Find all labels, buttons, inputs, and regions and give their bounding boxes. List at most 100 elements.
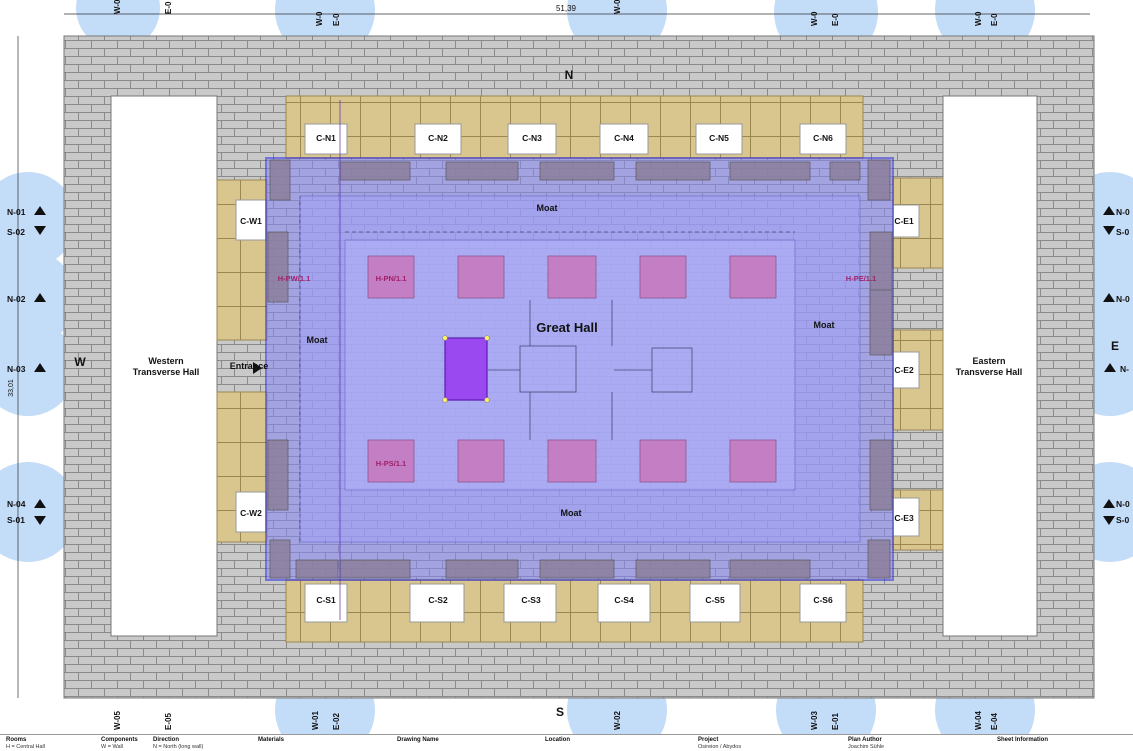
title-block-plan-author-value: Joachim Sühle (848, 744, 885, 750)
western-hall-label-1: Western (148, 356, 183, 366)
selected-object[interactable] (442, 335, 490, 403)
chamber-label-cn2: C-N2 (428, 133, 448, 143)
marker-top-9: E-0 (990, 13, 999, 26)
arrow-up-icon (34, 499, 46, 508)
marker-top-4: E-0 (332, 13, 341, 26)
pillar-label-west: H-PW/1.1 (278, 274, 311, 283)
chamber-label-cs1: C-S1 (316, 595, 336, 605)
marker-top-5: W-0 (613, 0, 622, 14)
marker-bottom-9: E-04 (990, 713, 999, 730)
pillar-label-east: H-PE/1.1 (846, 274, 876, 283)
pillar-grid (367, 255, 777, 483)
chamber-label-cn5: C-N5 (709, 133, 729, 143)
south-label: S (556, 705, 564, 719)
moat-east-label: Moat (814, 320, 835, 330)
marker-bottom-2: E-05 (164, 713, 173, 730)
eastern-hall-label-2: Transverse Hall (956, 367, 1023, 377)
marker-bottom-4: E-02 (332, 713, 341, 730)
moat-north-label: Moat (537, 203, 558, 213)
central-structures (299, 196, 795, 542)
title-block: Rooms H = Central Hall Components W = Wa… (0, 734, 1133, 751)
marker-left-4: N-03 (7, 364, 26, 374)
marker-right-2: S-0 (1116, 227, 1130, 237)
east-label: E (1111, 339, 1119, 353)
pillar-label-north: H-PN/1.1 (376, 274, 407, 283)
dimension-lines (17, 13, 1090, 698)
western-hall-label-2: Transverse Hall (133, 367, 200, 377)
marker-bottom-3: W-01 (311, 710, 320, 730)
eastern-hall-label-1: Eastern (972, 356, 1005, 366)
chamber-label-cn4: C-N4 (614, 133, 634, 143)
marker-bottom-5: W-02 (613, 710, 622, 730)
title-block-rooms-label: Rooms (6, 737, 27, 743)
arrow-down-icon (1103, 516, 1115, 525)
top-dimension: 51,39 (556, 4, 577, 13)
marker-left-5: N-04 (7, 499, 26, 509)
marker-right-6: S-0 (1116, 515, 1130, 525)
chamber-label-cs4: C-S4 (614, 595, 634, 605)
moat-south-label: Moat (561, 508, 582, 518)
west-label: W (74, 355, 86, 369)
marker-top-3: W-0 (315, 11, 324, 26)
chamber-label-cn3: C-N3 (522, 133, 542, 143)
chamber-label-cw2: C-W2 (240, 508, 262, 518)
buttresses (267, 159, 893, 579)
title-block-components-label: Components (101, 737, 138, 743)
marker-left-2: S-02 (7, 227, 25, 237)
title-block-drawing-name-label: Drawing Name (397, 737, 439, 743)
chamber-label-cs2: C-S2 (428, 595, 448, 605)
entrance-arrow-icon (253, 362, 262, 374)
title-block-sheet-information-label: Sheet Information (997, 737, 1049, 743)
marker-top-1: W-0 (113, 0, 122, 14)
entrance-label: Entrance (230, 361, 269, 371)
title-block-project-value: Osireion / Abydos (698, 744, 742, 750)
side-dimension: 33,01 (8, 379, 15, 397)
marker-right-3: N-0 (1116, 294, 1130, 304)
marker-bottom-1: W-05 (113, 710, 122, 730)
marker-right-5: N-0 (1116, 499, 1130, 509)
title-block-project-label: Project (698, 737, 719, 743)
chamber-label-cs3: C-S3 (521, 595, 541, 605)
title-block-materials-label: Materials (258, 737, 285, 743)
title-block-components-value: W = Wall (101, 744, 123, 750)
arrow-up-icon (34, 363, 46, 372)
title-block-rooms-value: H = Central Hall (6, 744, 45, 750)
chamber-label-cw1: C-W1 (240, 216, 262, 226)
marker-left-1: N-01 (7, 207, 26, 217)
chamber-label-ce2: C-E2 (894, 365, 914, 375)
title-block-plan-author-label: Plan Author (848, 737, 882, 743)
marker-bottom-6: W-03 (810, 710, 819, 730)
north-label: N (565, 68, 574, 82)
chamber-label-cn6: C-N6 (813, 133, 833, 143)
marker-top-2: E-0 (164, 1, 173, 14)
central-hall-area[interactable] (265, 157, 894, 581)
chamber-label-cn1: C-N1 (316, 133, 336, 143)
chamber-label-cs6: C-S6 (813, 595, 833, 605)
arrow-up-icon (34, 206, 46, 215)
chamber-label-cs5: C-S5 (705, 595, 725, 605)
marker-right-1: N-0 (1116, 207, 1130, 217)
marker-bottom-8: W-04 (974, 710, 983, 730)
arrow-up-icon (1104, 363, 1116, 372)
arrow-up-icon (1103, 293, 1115, 302)
arrow-up-icon (34, 293, 46, 302)
marker-right-4: N- (1120, 364, 1129, 374)
arrow-up-icon (1103, 499, 1115, 508)
marker-arrows (34, 206, 1116, 525)
marker-top-7: E-0 (831, 13, 840, 26)
title-block-direction-label: Direction (153, 737, 180, 743)
marker-top-8: W-0 (974, 11, 983, 26)
marker-left-6: S-01 (7, 515, 25, 525)
moat-west-label: Moat (307, 335, 328, 345)
title-block-location-label: Location (545, 737, 570, 743)
chamber-label-ce1: C-E1 (894, 216, 914, 226)
marker-top-6: W-0 (810, 11, 819, 26)
marker-left-3: N-02 (7, 294, 26, 304)
arrow-down-icon (34, 226, 46, 235)
chamber-label-ce3: C-E3 (894, 513, 914, 523)
pillar-label-south: H-PS/1.1 (376, 459, 406, 468)
marker-bottom-7: E-01 (831, 713, 840, 730)
arrow-down-icon (1103, 226, 1115, 235)
